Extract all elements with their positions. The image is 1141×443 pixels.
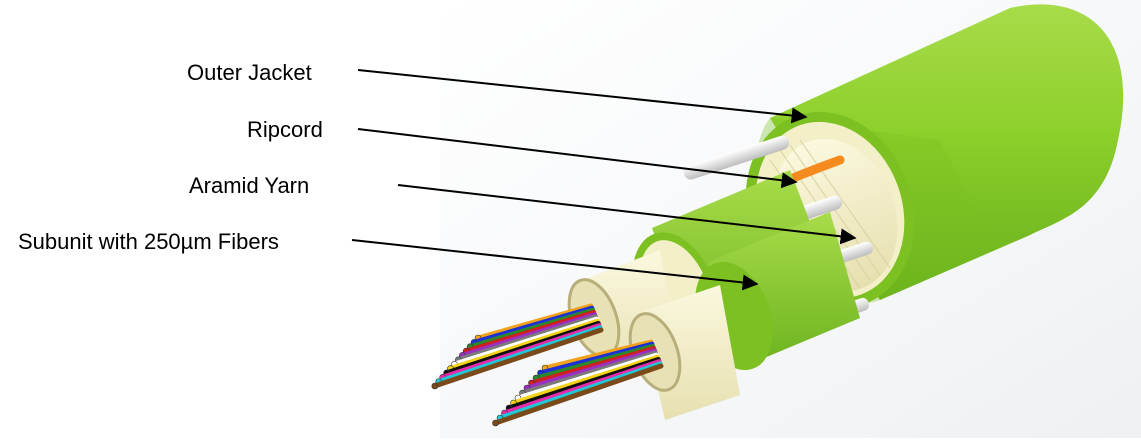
- fiber-strand: [497, 361, 663, 421]
- label-ripcord: Ripcord: [247, 117, 323, 142]
- leader-ripcord: [357, 128, 798, 189]
- fiber-strand: [432, 327, 604, 389]
- leader-aramid-yarn: [397, 184, 857, 245]
- fiber-strand: [493, 363, 664, 426]
- fiber-strand: [542, 339, 654, 371]
- label-subunit: Subunit with 250µm Fibers: [18, 229, 279, 254]
- fiber-strand: [515, 352, 659, 401]
- fiber-strand: [520, 350, 659, 396]
- leader-lines: [351, 69, 857, 291]
- leader-outer-jacket: [357, 69, 808, 124]
- fiber-strands-lower: [492, 339, 664, 427]
- fiber-tip: [492, 419, 499, 427]
- fiber-tip: [431, 382, 439, 390]
- fiber-strand: [524, 348, 658, 391]
- fiber-strands-upper: [431, 303, 604, 390]
- leader-subunit: [351, 239, 759, 291]
- fiber-strand: [511, 354, 660, 406]
- fiber-strand: [538, 341, 655, 376]
- label-outer-jacket: Outer Jacket: [187, 60, 312, 85]
- fiber-strand: [506, 356, 661, 411]
- fiber-strand: [529, 346, 657, 386]
- label-aramid-yarn: Aramid Yarn: [189, 173, 310, 198]
- fiber-strand: [502, 359, 662, 416]
- fiber-strand: [533, 343, 656, 381]
